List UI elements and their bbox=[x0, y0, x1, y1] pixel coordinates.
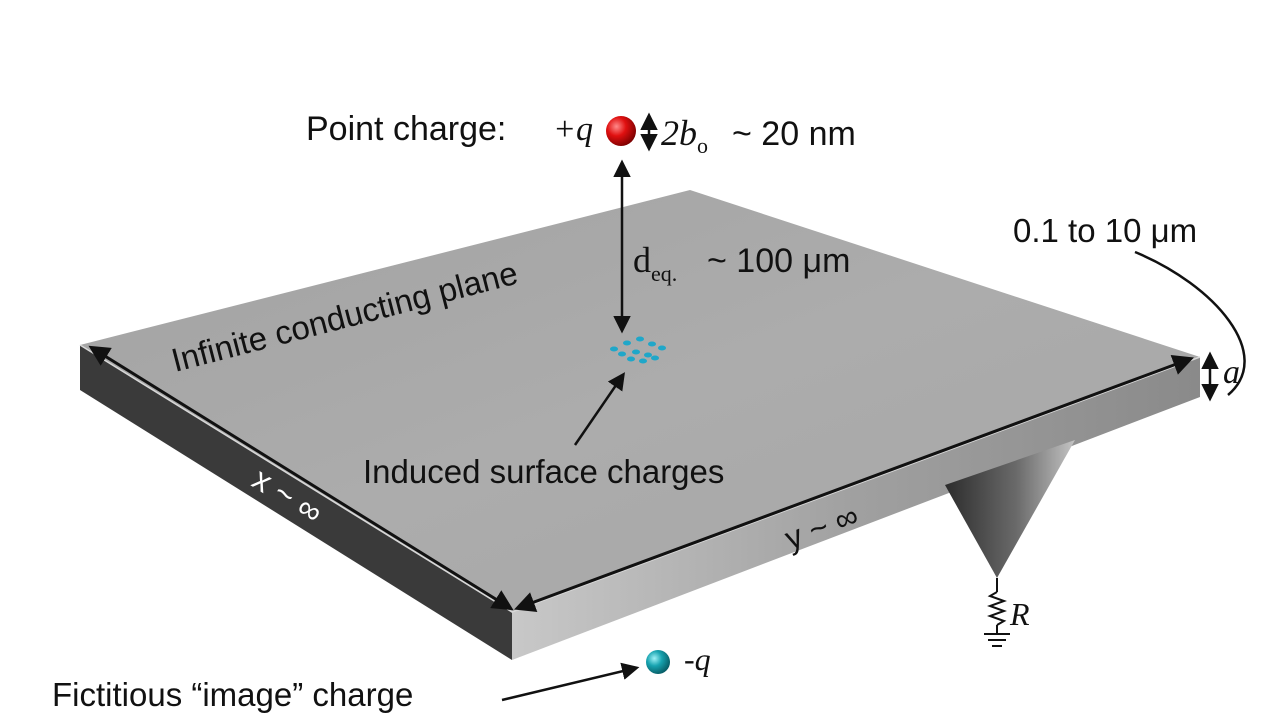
resistor-symbol bbox=[987, 591, 1007, 626]
minus-q-label: -q bbox=[684, 641, 711, 677]
induced-charge-dot bbox=[648, 341, 656, 347]
distance-value: ~ 100 μm bbox=[707, 242, 850, 280]
distance-main: d bbox=[633, 240, 651, 280]
image-charge bbox=[646, 650, 670, 674]
point-charge bbox=[606, 116, 636, 146]
induced-charge-dot bbox=[618, 351, 626, 357]
distance-subscript: eq. bbox=[651, 261, 677, 286]
image-charge-label: Fictitious “image” charge bbox=[52, 676, 413, 713]
induced-charge-dot bbox=[623, 340, 631, 346]
induced-charge-dot bbox=[610, 346, 618, 352]
diameter-subscript: o bbox=[697, 133, 708, 158]
y-dimension-arrow bbox=[514, 354, 1194, 613]
distance-label: deq. bbox=[633, 240, 677, 286]
point-charge-label: Point charge: bbox=[306, 110, 506, 148]
induced-charge-dot bbox=[658, 345, 666, 351]
induced-charge-dot bbox=[627, 356, 635, 362]
diameter-value: ~ 20 nm bbox=[732, 115, 856, 153]
induced-surface-charges bbox=[610, 336, 666, 364]
thickness-leader-curve bbox=[1134, 250, 1246, 396]
induced-charge-dot bbox=[639, 358, 647, 364]
thickness-range-label: 0.1 to 10 μm bbox=[1013, 212, 1197, 249]
induced-charge-dot bbox=[644, 352, 652, 358]
x-dimension-arrow bbox=[88, 345, 514, 611]
thickness-symbol: a bbox=[1223, 354, 1240, 391]
induced-charge-dot bbox=[651, 355, 659, 361]
plus-q-label: +q bbox=[553, 111, 593, 148]
diameter-label: 2bo bbox=[661, 113, 708, 158]
induced-charge-dot bbox=[632, 349, 640, 355]
induced-charges-label: Induced surface charges bbox=[363, 453, 724, 490]
induced-charge-dot bbox=[636, 336, 644, 342]
resistor-to-ground bbox=[984, 578, 1010, 647]
resistor-label: R bbox=[1009, 596, 1030, 632]
diameter-main: 2b bbox=[661, 113, 697, 153]
induced-charges-pointer bbox=[573, 372, 625, 446]
image-charge-pointer bbox=[501, 662, 640, 702]
